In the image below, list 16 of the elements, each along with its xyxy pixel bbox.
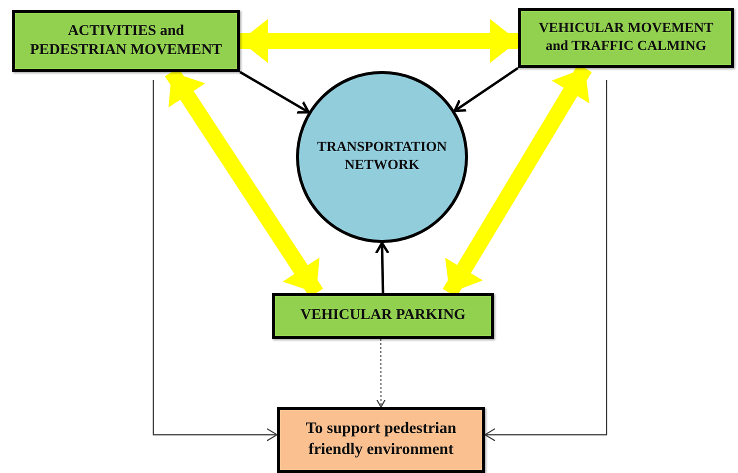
arrow <box>239 70 310 114</box>
node-label: VEHICULAR PARKING <box>299 306 467 326</box>
arrow <box>376 338 386 408</box>
process-box <box>272 293 494 339</box>
double-arrow <box>240 19 518 63</box>
process-box <box>277 407 485 473</box>
arrow <box>453 66 519 112</box>
process-box <box>518 8 734 68</box>
arrow <box>152 80 278 442</box>
node-label: TRANSPORTATION NETWORK <box>316 138 448 175</box>
arrow <box>484 80 608 442</box>
arrow <box>374 242 390 294</box>
node-label: VEHICULAR MOVEMENT and TRAFFIC CALMING <box>538 20 714 56</box>
node-label: To support pedestrian friendly environment <box>304 419 458 460</box>
process-box <box>12 10 240 72</box>
node-label: ACTIVITIES and PEDESTRIAN MOVEMENT <box>28 22 224 60</box>
